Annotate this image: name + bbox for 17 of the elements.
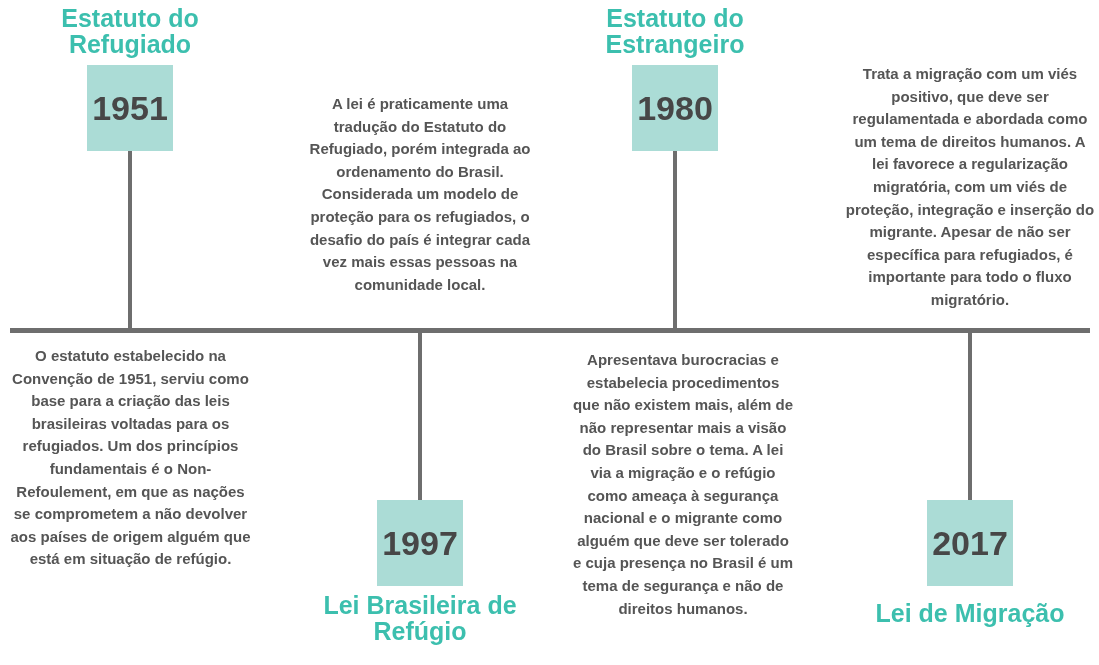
year-box: 2017 (927, 500, 1013, 586)
connector-line (418, 333, 422, 500)
event-title: Lei Brasileira de Refúgio (322, 592, 518, 644)
timeline-axis (10, 328, 1090, 333)
event-description: O estatuto estabelecido na Convenção de 1951, serviu como base para a criação das leis brasileiras voltadas para os refugiados. Um dos princípios fundamentais é o Non-Refoulement, em que as nações se comprometem a não devolver aos países de origem alguém que está em situação de refúgio. (9, 346, 252, 570)
event-title: Lei de Migração (874, 600, 1066, 626)
event-title: Estatuto do Refugiado (60, 5, 200, 57)
connector-line (128, 151, 132, 328)
event-description: Trata a migração com um viés positivo, que deve ser regulamentada e abordada como um tema de direitos humanos. A lei favorece a regularização migratória, com um viés de proteção, integração e inserção do migrante. Apesar de não ser específica para refugiados, é importante para todo o fluxo migratório. (845, 64, 1095, 310)
event-title: Estatuto do Estrangeiro (604, 5, 746, 57)
event-description: Apresentava burocracias e estabelecia procedimentos que não existem mais, além de não representar mais a visão do Brasil sobre o tema. A lei via a migração e o refúgio como ameaça à segurança nacional e o migrante como alguém que deve ser tolerado e cuja presença no Brasil é um tema de segurança e não de direitos humanos. (572, 350, 794, 619)
event-description: A lei é praticamente uma tradução do Estatuto do Refugiado, porém integrada ao ordenamento do Brasil. Considerada um modelo de proteção para os refugiados, o desafio do país é integrar cada vez mais essas pessoas na comunidade local. (308, 94, 532, 295)
connector-line (673, 151, 677, 328)
year-box: 1997 (377, 500, 463, 586)
year-box: 1980 (632, 65, 718, 151)
year-box: 1951 (87, 65, 173, 151)
connector-line (968, 333, 972, 500)
